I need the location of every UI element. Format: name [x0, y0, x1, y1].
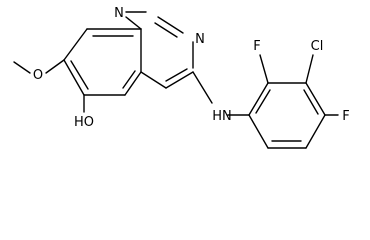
bond — [248, 82, 269, 116]
bond — [255, 89, 271, 114]
bond — [305, 114, 326, 149]
bond — [13, 61, 31, 74]
atom-label-fluorine-4: F — [342, 109, 349, 124]
bond — [259, 54, 269, 84]
bond — [305, 82, 326, 116]
molecule-structure: N N O HO HN F Cl F — [13, 6, 350, 149]
bond — [305, 54, 314, 84]
bond — [154, 22, 178, 38]
atom-label-layer: N N O HO HN F Cl F — [33, 6, 350, 130]
bond — [125, 16, 142, 30]
atom-label-n1: N — [114, 6, 124, 21]
atom-label-methoxy-oxygen: O — [33, 68, 43, 83]
atom-label-fluorine-2: F — [253, 39, 260, 54]
atom-label-n3: N — [195, 32, 205, 47]
bond — [63, 59, 85, 96]
atom-label-hydroxyl: HO — [74, 115, 94, 130]
bond — [124, 71, 142, 96]
bond — [122, 70, 136, 89]
bond — [70, 60, 89, 90]
bond — [165, 68, 188, 82]
structure-diagram: N N O HO HN F Cl F — [13, 6, 350, 149]
bond — [63, 28, 88, 61]
bond — [303, 89, 319, 115]
bond-layer — [13, 11, 339, 149]
bond — [45, 59, 65, 74]
bond — [157, 16, 184, 34]
bond — [192, 71, 213, 104]
bond — [140, 71, 167, 89]
atom-label-amine: HN — [212, 109, 232, 124]
bond — [165, 71, 194, 89]
atom-label-chlorine: Cl — [311, 39, 324, 54]
bond — [248, 114, 269, 149]
